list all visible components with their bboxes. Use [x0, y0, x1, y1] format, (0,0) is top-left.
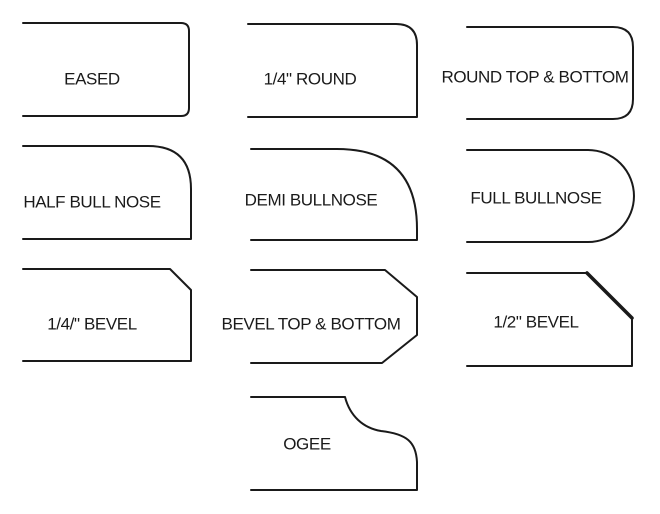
eased-label: EASED — [64, 70, 120, 89]
quarter-round-edge-profile-icon — [247, 23, 418, 118]
bevel-top-bottom-edge-profile-icon — [250, 269, 418, 364]
demi-bullnose-label: DEMI BULLNOSE — [245, 191, 378, 210]
demi-bullnose-edge-profile-icon — [250, 148, 418, 241]
quarter-bevel-profile: 1/4/" BEVEL — [22, 268, 192, 362]
eased-profile: EASED — [22, 22, 190, 117]
half-bullnose-label: HALF BULL NOSE — [23, 193, 160, 212]
round-top-bottom-edge-profile-icon — [466, 26, 634, 120]
half-bevel-chamfer-line — [585, 271, 634, 320]
bevel-top-bottom-profile: BEVEL TOP & BOTTOM — [222, 269, 418, 364]
half-bevel-edge-profile-icon — [466, 272, 633, 367]
quarter-round-label: 1/4" ROUND — [264, 70, 357, 89]
quarter-bevel-label: 1/4/" BEVEL — [47, 315, 137, 334]
full-bullnose-label: FULL BULLNOSE — [470, 189, 601, 208]
eased-edge-profile-icon — [22, 22, 190, 117]
quarter-bevel-edge-profile-icon — [22, 268, 192, 362]
half-bevel-profile: 1/2" BEVEL — [466, 271, 634, 367]
ogee-label: OGEE — [283, 435, 331, 454]
ogee-profile: OGEE — [250, 396, 418, 491]
quarter-round-profile: 1/4" ROUND — [247, 23, 418, 118]
full-bullnose-edge-profile-icon — [466, 149, 635, 243]
round-top-bottom-label: ROUND TOP & BOTTOM — [441, 68, 628, 87]
half-bevel-label: 1/2" BEVEL — [493, 313, 578, 332]
round-top-bottom-profile: ROUND TOP & BOTTOM — [441, 26, 634, 120]
full-bullnose-profile: FULL BULLNOSE — [466, 149, 635, 243]
bevel-top-bottom-label: BEVEL TOP & BOTTOM — [222, 315, 401, 334]
half-bullnose-edge-profile-icon — [22, 145, 192, 240]
demi-bullnose-profile: DEMI BULLNOSE — [245, 148, 418, 241]
ogee-edge-profile-icon — [250, 396, 418, 491]
half-bullnose-profile: HALF BULL NOSE — [22, 145, 192, 240]
